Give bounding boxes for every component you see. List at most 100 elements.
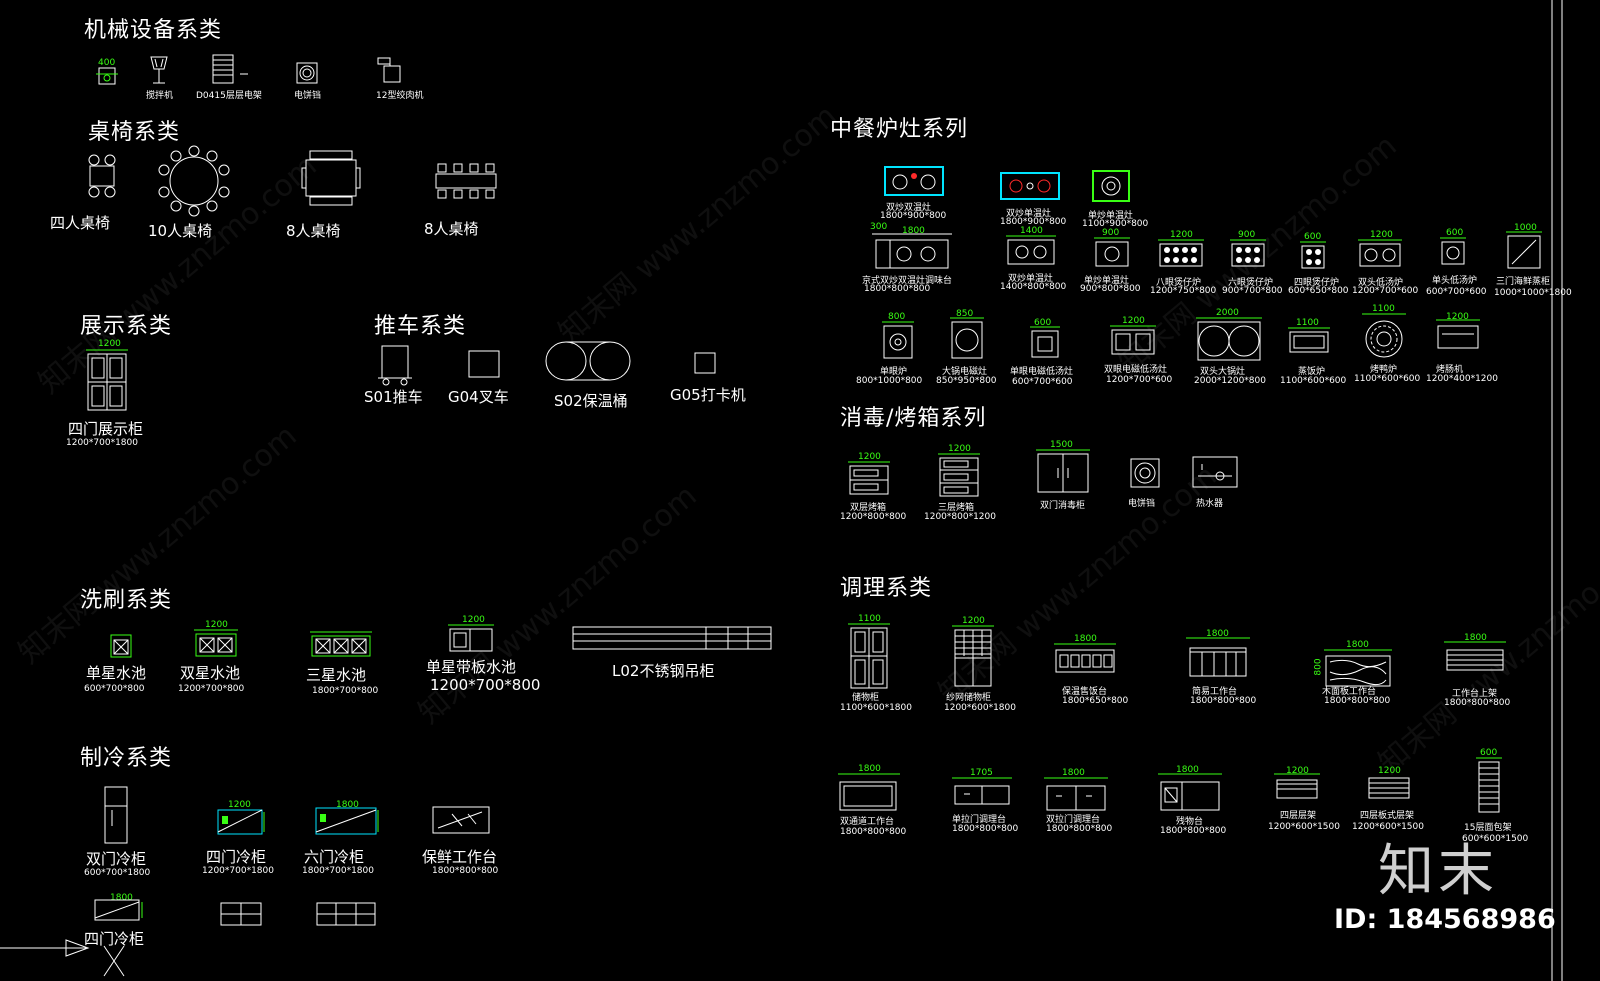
fresh-table-symbol [432,806,490,834]
prep-size: 1800*800*800 [1046,824,1113,834]
dim-label: 1100 [1372,304,1395,314]
watermark: 知末网 www.znzmo.com [12,418,304,671]
stove-size: 1800*900*800 [1000,217,1067,227]
stove-symbol [1094,237,1130,267]
sink-3-symbol [310,631,372,657]
prep-size: 1800*800*800 [840,827,907,837]
table-shelf-symbol [1444,641,1506,671]
oven-label: 双层烤箱 [850,503,887,513]
sausage-machine-symbol [1436,319,1480,349]
cabinet-symbol [316,902,376,926]
stove-label: 六眼煲仔炉 [1228,278,1274,288]
sink-size: 1200*700*800 [430,676,541,694]
section-title-stove: 中餐炉灶系列 [830,117,969,142]
dim-label: 1000 [1514,223,1537,233]
table-8-symbol [301,150,361,206]
stove-size: 1800*800*800 [864,284,931,294]
machine-label: D0415层层电架 [196,91,262,101]
stove-label: 京式双炒双温灶调味台 [862,276,953,286]
fridge-6-symbol [315,807,379,835]
mixer-symbol [150,56,168,84]
dim-label: 1200 [1378,766,1401,776]
sink-size: 600*700*800 [84,684,145,694]
clock-machine-symbol [694,352,716,374]
display-size: 1200*700*1800 [66,438,138,448]
stove-symbol [1030,326,1060,358]
oven-label: 双门消毒柜 [1040,501,1086,511]
prep-table-symbol [952,777,1012,805]
fridge-size: 1800*700*1800 [302,866,374,876]
fridge-2-symbol [104,786,128,844]
stove-symbol [872,233,952,269]
stove-symbol [1358,239,1402,267]
steamer-symbol [1506,231,1542,269]
roast-oven-symbol [1362,313,1406,358]
stove-symbol [1092,170,1130,202]
table-10-symbol [158,145,230,217]
prep-label: 纱网储物柜 [946,693,992,703]
dim-label: 900 [1238,230,1256,240]
dim-label: 1200 [1286,766,1309,776]
dim-label: 1800 [1346,640,1369,650]
machine-label: 搅拌机 [146,91,174,101]
machine-label: 电饼铛 [294,91,322,101]
prep-size: 1200*600*1800 [944,703,1016,713]
prep-label: 简易工作台 [1192,687,1238,697]
stove-symbol [950,317,984,359]
prep-label: 储物柜 [852,693,880,703]
section-title-display: 展示系类 [80,314,173,339]
warm-bucket-symbol [545,341,631,381]
stove-size: 600*700*600 [1426,287,1487,297]
stove-label: 单头低汤炉 [1432,276,1478,286]
dim-label: 1800 [1464,633,1487,643]
image-id: ID: 184568986 [1334,904,1556,935]
prep-label: 残物台 [1176,817,1204,827]
dim-label: 1200 [462,615,485,625]
fridge-label: 四门冷柜 [206,848,267,866]
cart-label: G05打卡机 [670,386,746,404]
stove-size: 1100*600*600 [1354,374,1421,384]
cabinet-symbol [220,902,262,926]
stove-size: 1100*900*800 [1082,219,1149,229]
stove-label: 双头大锅灶 [1200,367,1246,377]
stove-symbol [884,166,944,196]
stove-size: 850*950*800 [936,376,997,386]
stove-size: 1200*400*1200 [1426,374,1498,384]
dim-label: 1200 [1122,316,1145,326]
stove-size: 1100*600*600 [1280,376,1347,386]
cart-label: S01推车 [364,388,423,406]
stove-size: 600*700*600 [1012,377,1073,387]
prep-size: 1100*600*1800 [840,703,912,713]
table-label: 8人桌椅 [286,222,341,240]
oven-symbol [848,461,890,495]
stove-label: 八眼煲仔炉 [1156,278,1202,288]
dim-label: 800 [1313,658,1324,676]
stove-symbol [1158,239,1204,267]
table-label: 8人桌椅 [424,220,479,238]
fridge-4-symbol [217,809,265,835]
dim-label: 1200 [1446,312,1469,322]
stove-label: 单炒单温灶 [1084,276,1130,286]
prep-label: 工作台上架 [1452,689,1498,699]
sink-1-symbol [110,634,132,658]
table-label: 10人桌椅 [148,222,213,240]
prep-size: 1800*800*800 [952,824,1019,834]
prep-size: 1200*600*1500 [1268,822,1340,832]
dim-label: 1800 [1206,629,1229,639]
sink-board-symbol [448,624,494,652]
brand-logo: 知末 [1378,839,1498,904]
fridge-label: 四门冷柜 [84,930,145,948]
machine-symbol [96,67,118,85]
dim-label: 400 [98,58,116,68]
stove-label: 双头低汤炉 [1358,278,1404,288]
fridge-label: 保鲜工作台 [422,848,498,866]
fridge-size: 1800*800*800 [432,866,499,876]
dim-label: 1200 [948,444,971,454]
dim-label: 1100 [858,614,881,624]
oven-symbol [938,453,980,497]
stove-label: 双炒双温灶 [886,203,932,213]
prep-label: 保温售饭台 [1062,687,1108,697]
prep-size: 1800*800*800 [1190,696,1257,706]
stove-label: 大锅电磁灶 [942,367,988,377]
stove-size: 900*700*800 [1222,286,1283,296]
